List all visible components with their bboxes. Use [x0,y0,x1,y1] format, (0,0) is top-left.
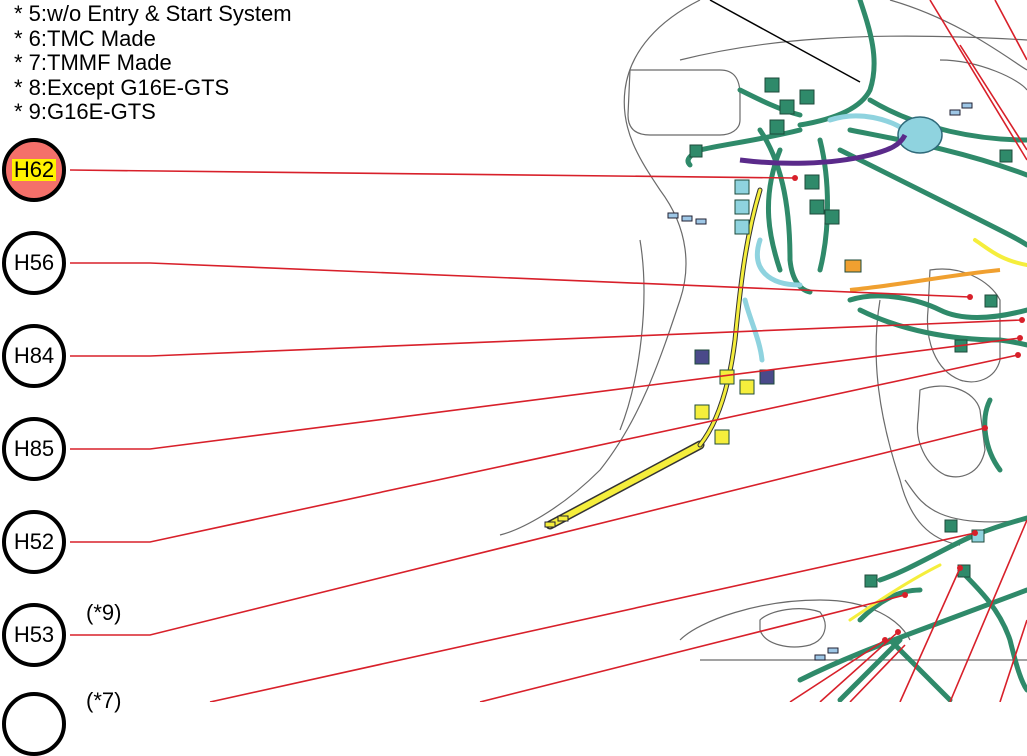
connector-h53[interactable]: H53 [2,603,66,667]
vehicle-outline [499,0,1027,661]
leader-line-h84 [70,319,1023,357]
grommet [897,116,943,154]
connector-h62[interactable]: H62 [2,138,66,202]
legend-line: * 5:w/o Entry & Start System [14,1,292,26]
legend: * 5:w/o Entry & Start System * 6:TMC Mad… [14,1,292,125]
legend-line: * 8:Except G16E-GTS [14,74,230,100]
leader-line-h56 [70,262,971,298]
leader-line-h62 [69,169,796,179]
connector-label: H62 [11,157,57,182]
connector-note: (*7) [86,688,122,713]
leader-line-8 [479,594,906,702]
connector-label: H85 [13,436,55,461]
connector-h84[interactable]: H84 [2,324,66,388]
connector-label: H84 [13,343,55,368]
legend-line: * 7:TMMF Made [14,50,172,75]
connector-blocks [689,77,1013,588]
purple-harness [739,133,908,166]
leader-line-7 [209,532,976,702]
main-harness [685,0,1027,702]
pointer-line [709,0,861,83]
leader-line-h85 [70,337,1021,450]
orange-harness [849,268,1001,292]
connector-note: (*9) [86,600,122,625]
connector-h52[interactable]: H52 [2,510,66,574]
wiring-diagram-canvas [69,0,1027,702]
clip-marks [544,102,973,661]
leader-lines [69,0,1027,702]
leader-line-h52 [70,354,1019,543]
connector-h56[interactable]: H56 [2,231,66,295]
leader-endpoints [792,175,1025,643]
connector-label: H53 [13,622,55,647]
legend-line: * 6:TMC Made [14,25,156,51]
connector-h85[interactable]: H85 [2,417,66,481]
leader-line-h53 [70,427,986,636]
legend-line: * 9:G16E-GTS [14,99,156,124]
connector-label: H56 [13,250,55,275]
connector-label: H52 [13,529,55,554]
